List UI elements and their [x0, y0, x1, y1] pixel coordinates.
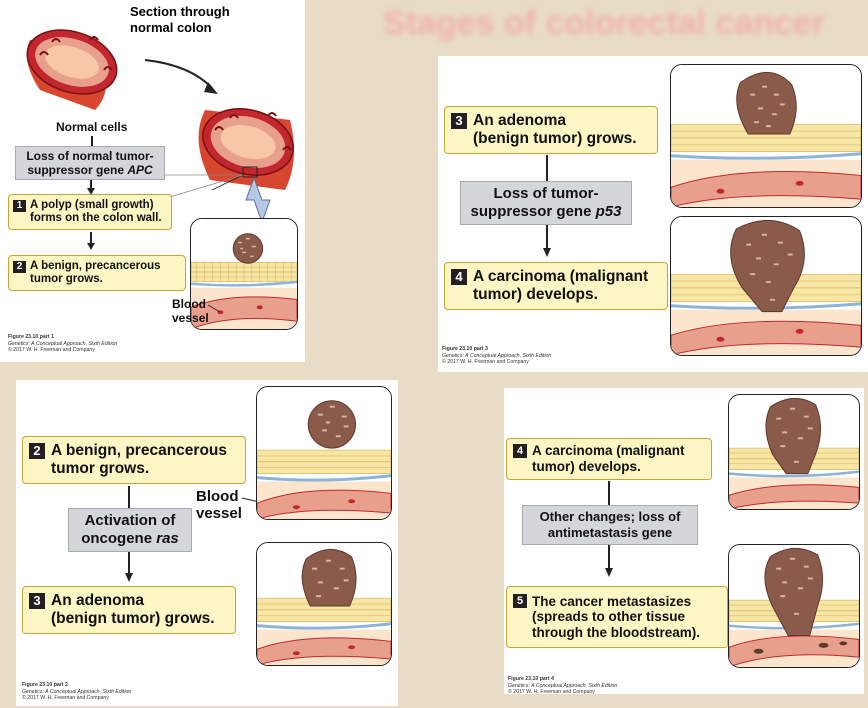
- step-number-badge: 3: [451, 113, 467, 129]
- connector: [91, 136, 93, 146]
- step-number-badge: 4: [513, 444, 527, 458]
- connector: [546, 155, 548, 181]
- step-number-badge: 3: [29, 593, 45, 609]
- step-3-box: 3 An adenoma(benign tumor) grows.: [22, 586, 236, 634]
- arrow-head: [87, 188, 95, 195]
- panel-part-1: Section through normal colon N: [0, 0, 305, 362]
- figure-caption: Figure 23.10 part 3 Genetics: A Conceptu…: [442, 346, 552, 365]
- step-number-badge: 4: [451, 269, 467, 285]
- loss-of-apc-box: Loss of normal tumor-suppressor gene APC: [15, 146, 165, 180]
- step-number-badge: 1: [13, 200, 26, 212]
- colon-tube-right: [198, 108, 294, 190]
- step-number-badge: 5: [513, 594, 527, 608]
- arrow-shaft: [90, 232, 92, 244]
- figure-caption: Figure 23.10 part 1 Genetics: A Conceptu…: [8, 334, 118, 353]
- colon-cross-section-illustration: [26, 29, 294, 224]
- metastasis-inset: [728, 544, 860, 668]
- arrow-shaft: [608, 545, 610, 569]
- polyp-inset: [190, 218, 298, 330]
- step-5-text: The cancer metastasizes(spreads to other…: [532, 593, 700, 640]
- arrow-shaft: [546, 225, 548, 249]
- step-number-badge: 2: [29, 443, 45, 459]
- step-3-box: 3 An adenoma(benign tumor) grows.: [444, 106, 658, 154]
- adenoma-inset: [256, 542, 392, 666]
- figure-caption: Figure 23.10 part 2 Genetics: A Conceptu…: [22, 682, 132, 701]
- figure-caption: Figure 23.10 part 4 Genetics: A Conceptu…: [508, 676, 618, 695]
- arrow-head: [605, 568, 613, 577]
- step-3-text: An adenoma(benign tumor) grows.: [51, 592, 215, 627]
- arrow-head: [543, 248, 551, 257]
- connector: [128, 486, 130, 508]
- step-3-text: An adenoma(benign tumor) grows.: [473, 112, 637, 147]
- step-number-badge: 2: [13, 261, 26, 273]
- loss-of-p53-box: Loss of tumor-suppressor gene p53: [460, 181, 632, 225]
- connector: [608, 481, 610, 505]
- arrow-head: [87, 243, 95, 250]
- panel-part-3: 3 An adenoma(benign tumor) grows. Loss o…: [438, 56, 868, 372]
- arrow-head: [125, 573, 133, 582]
- arrow-shaft: [90, 180, 92, 190]
- step-1-text: A polyp (small growth)forms on the colon…: [30, 198, 162, 224]
- benign-tumor-inset: [256, 386, 392, 520]
- blurred-title: Stages of colorectal cancer: [382, 4, 826, 42]
- arrow-shaft: [128, 552, 130, 574]
- section-heading: Section through normal colon: [130, 4, 230, 35]
- carcinoma-inset: [728, 394, 860, 510]
- blood-vessel-pointer: [207, 304, 221, 313]
- adenoma-inset: [670, 64, 862, 208]
- carcinoma-inset: [670, 216, 862, 356]
- colon-tube-left: [26, 29, 118, 110]
- step-5-box: 5 The cancer metastasizes(spreads to oth…: [506, 586, 728, 648]
- step-1-box: 1 A polyp (small growth)forms on the col…: [8, 194, 172, 230]
- normal-cells-label: Normal cells: [56, 120, 128, 134]
